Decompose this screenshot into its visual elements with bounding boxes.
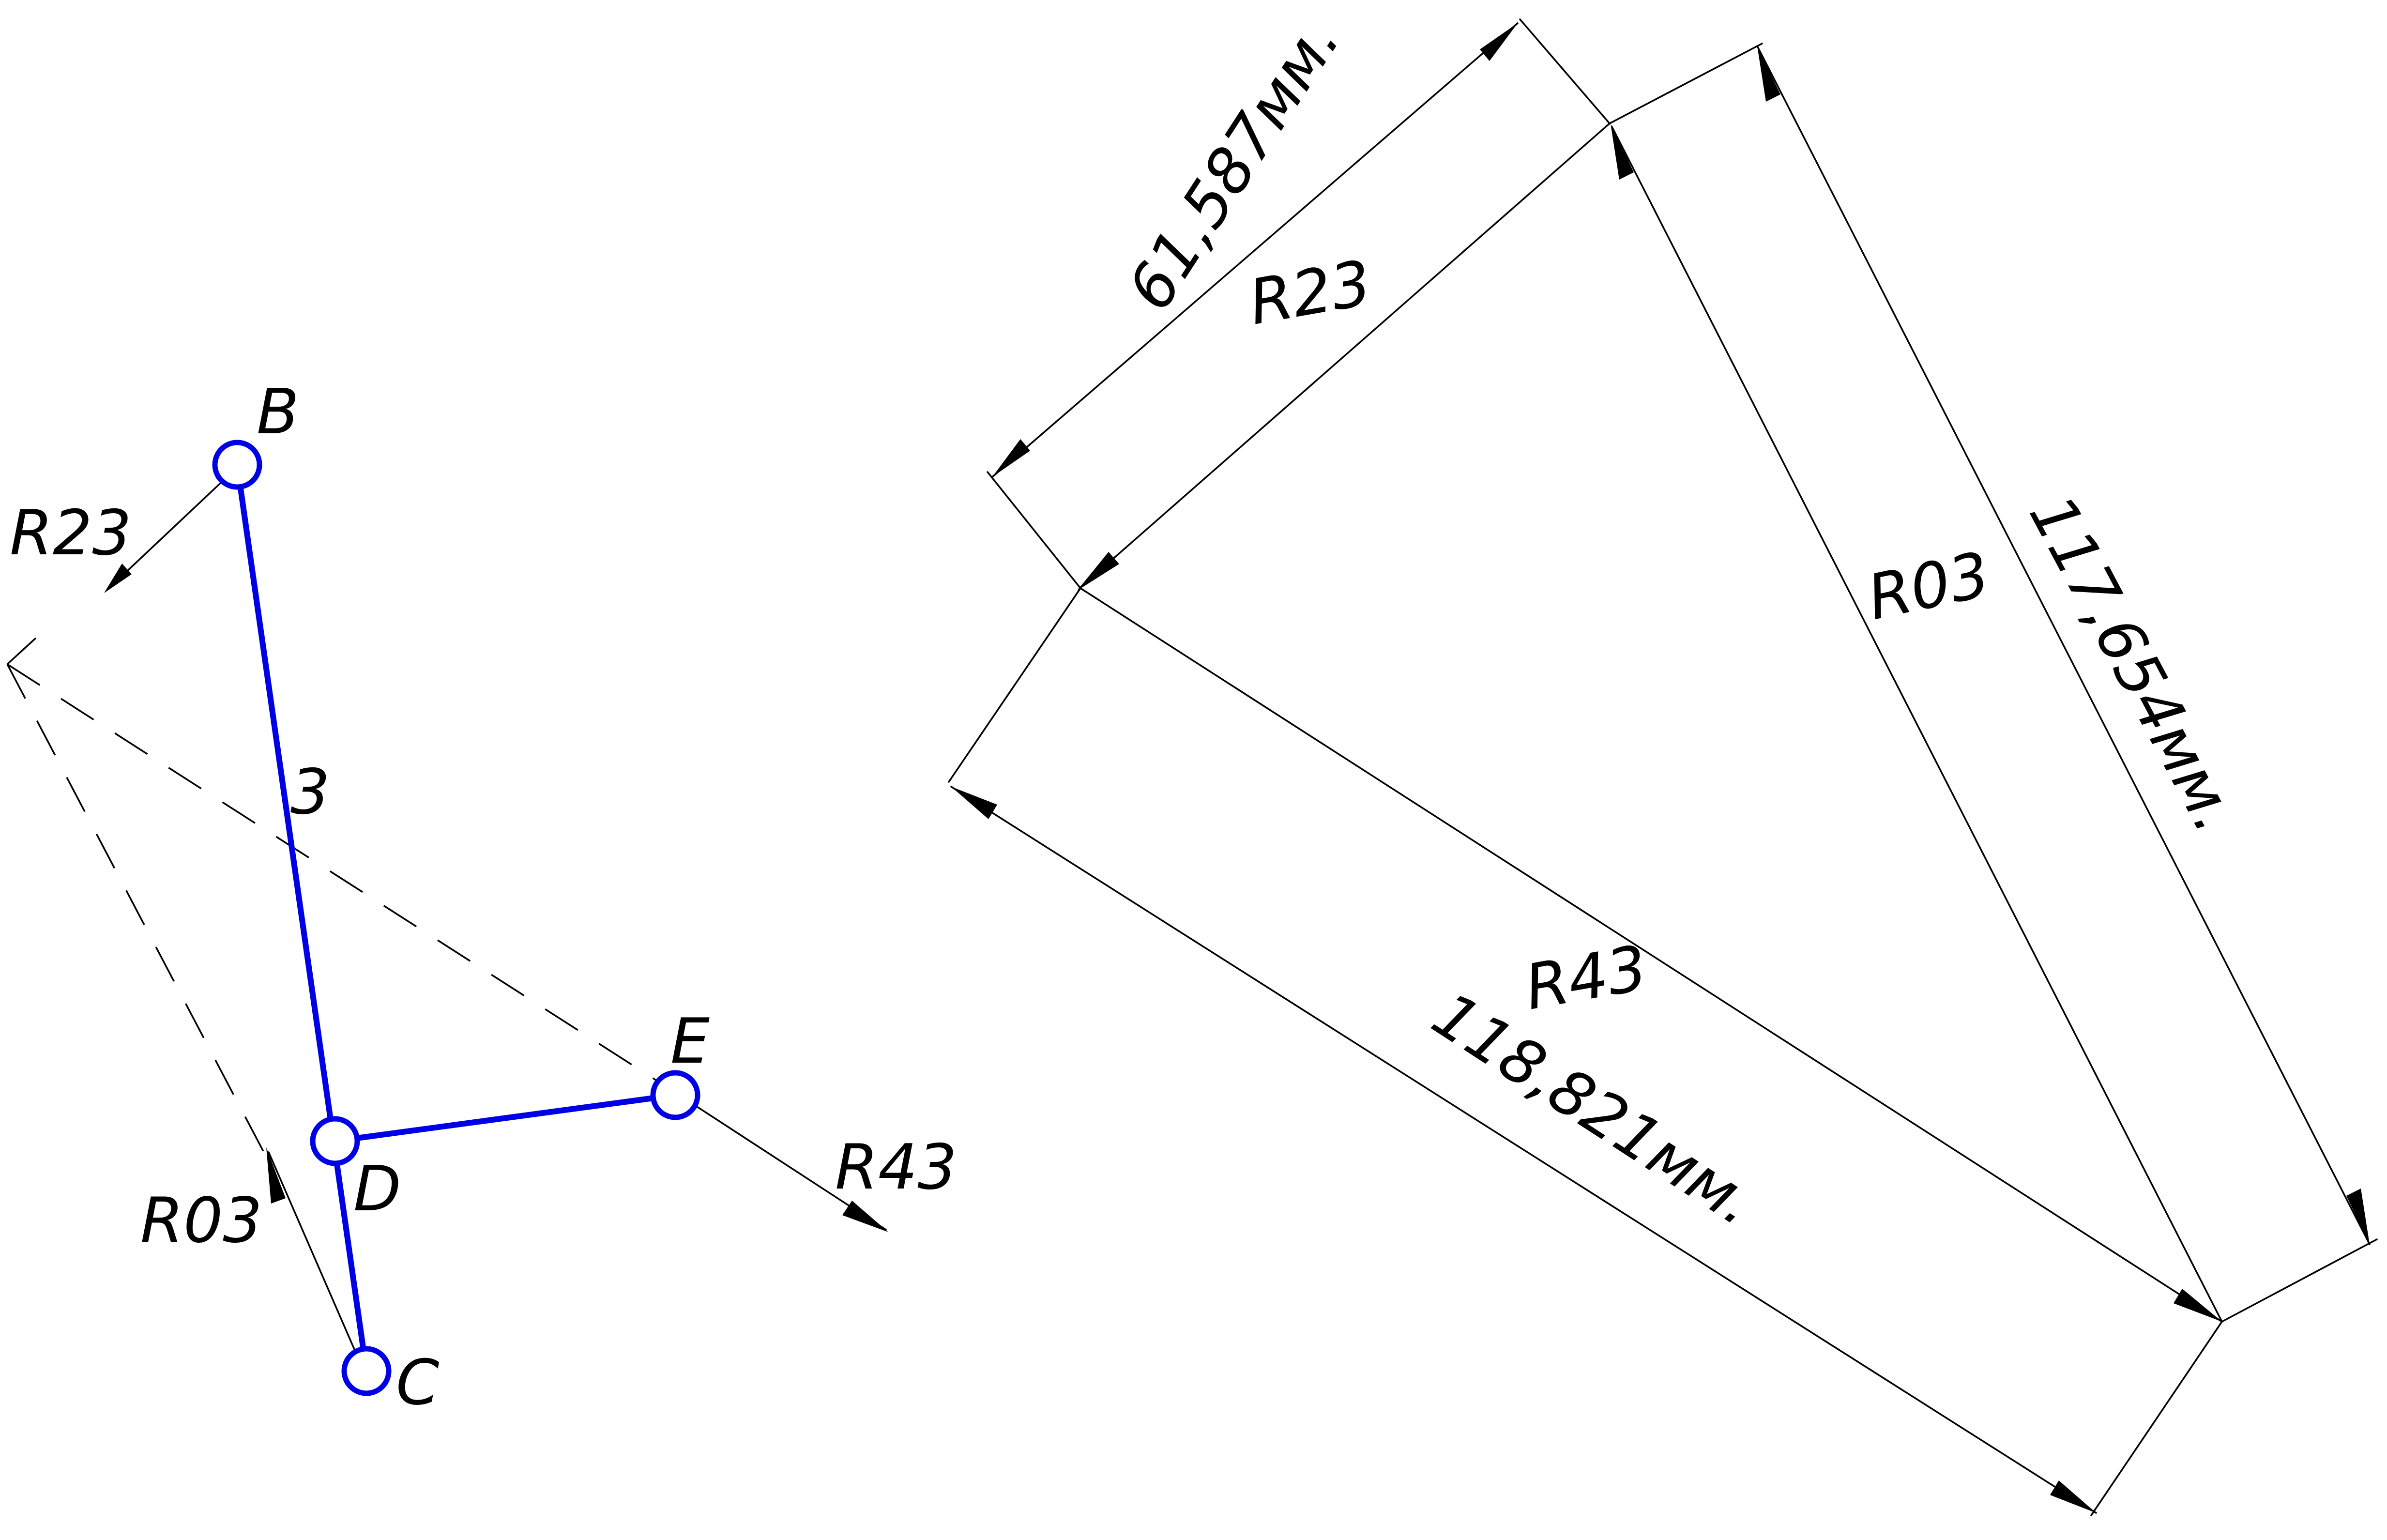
link-de bbox=[332, 1092, 678, 1144]
link-number-label: 3 bbox=[290, 756, 330, 828]
r23-line-of-action-dashed bbox=[6, 621, 54, 665]
joint-b bbox=[212, 440, 262, 490]
r23-arrowhead bbox=[104, 564, 132, 593]
dimension-arrowhead bbox=[2346, 1189, 2370, 1244]
r43-line-of-action-dashed bbox=[7, 663, 678, 1095]
point-c-label: C bbox=[396, 1347, 439, 1419]
dimension-line-r03 bbox=[1756, 45, 2371, 1245]
dimension-arrowhead bbox=[2050, 1480, 2096, 1513]
triangle-r43-label: R43 bbox=[1520, 932, 1653, 1024]
mechanism-diagram: B C D E 3 R23 R03 R43 bbox=[6, 376, 957, 1419]
dimension-arrowhead bbox=[1757, 46, 1780, 102]
r03-force-vector bbox=[268, 1151, 366, 1376]
extension-line bbox=[1609, 43, 1763, 124]
r23-force-label: R23 bbox=[10, 497, 132, 569]
r03-dimension-value: 117,654мм. bbox=[2015, 484, 2252, 844]
dimension-line-r23 bbox=[991, 22, 1519, 478]
point-b-label: B bbox=[257, 376, 299, 448]
extension-line bbox=[987, 471, 1081, 589]
triangle-r03-label: R03 bbox=[1861, 538, 1995, 634]
r03-force-label: R03 bbox=[140, 1185, 262, 1257]
triangle-r23-label: R23 bbox=[1244, 247, 1377, 339]
dimension-arrowhead bbox=[992, 439, 1030, 477]
extension-line bbox=[948, 587, 1081, 783]
r23-vector-arrowhead bbox=[1077, 552, 1119, 591]
dimension-arrowhead bbox=[1480, 23, 1518, 61]
link-bc bbox=[234, 462, 369, 1374]
joint-e bbox=[650, 1070, 700, 1120]
r23-force-vector bbox=[108, 469, 236, 589]
r43-arrowhead bbox=[842, 1201, 888, 1232]
r03-line-of-action-dashed bbox=[6, 664, 265, 1153]
r43-vector-arrowhead bbox=[2174, 1289, 2222, 1322]
extension-line bbox=[2221, 1238, 2378, 1323]
dimension-line-r43 bbox=[950, 786, 2097, 1514]
point-e-label: E bbox=[670, 1006, 710, 1078]
force-triangle-diagram: R23 R03 R43 61,587мм. 117,654мм. 118,821… bbox=[948, 7, 2378, 1516]
extension-line bbox=[2090, 1321, 2223, 1516]
r03-vector-side bbox=[1611, 126, 2223, 1323]
joint-c bbox=[341, 1346, 392, 1396]
r03-vector-arrowhead bbox=[1611, 123, 1634, 180]
r23-vector-side bbox=[1079, 122, 1611, 589]
r43-dimension-value: 118,821мм. bbox=[1420, 978, 1769, 1240]
extension-line bbox=[1519, 18, 1611, 124]
point-d-label: D bbox=[353, 1153, 401, 1225]
r43-force-label: R43 bbox=[835, 1131, 957, 1204]
dimension-arrowhead bbox=[951, 787, 997, 819]
r03-arrowhead bbox=[266, 1147, 286, 1204]
r43-vector-side bbox=[1079, 587, 2223, 1323]
joint-d bbox=[310, 1116, 360, 1166]
